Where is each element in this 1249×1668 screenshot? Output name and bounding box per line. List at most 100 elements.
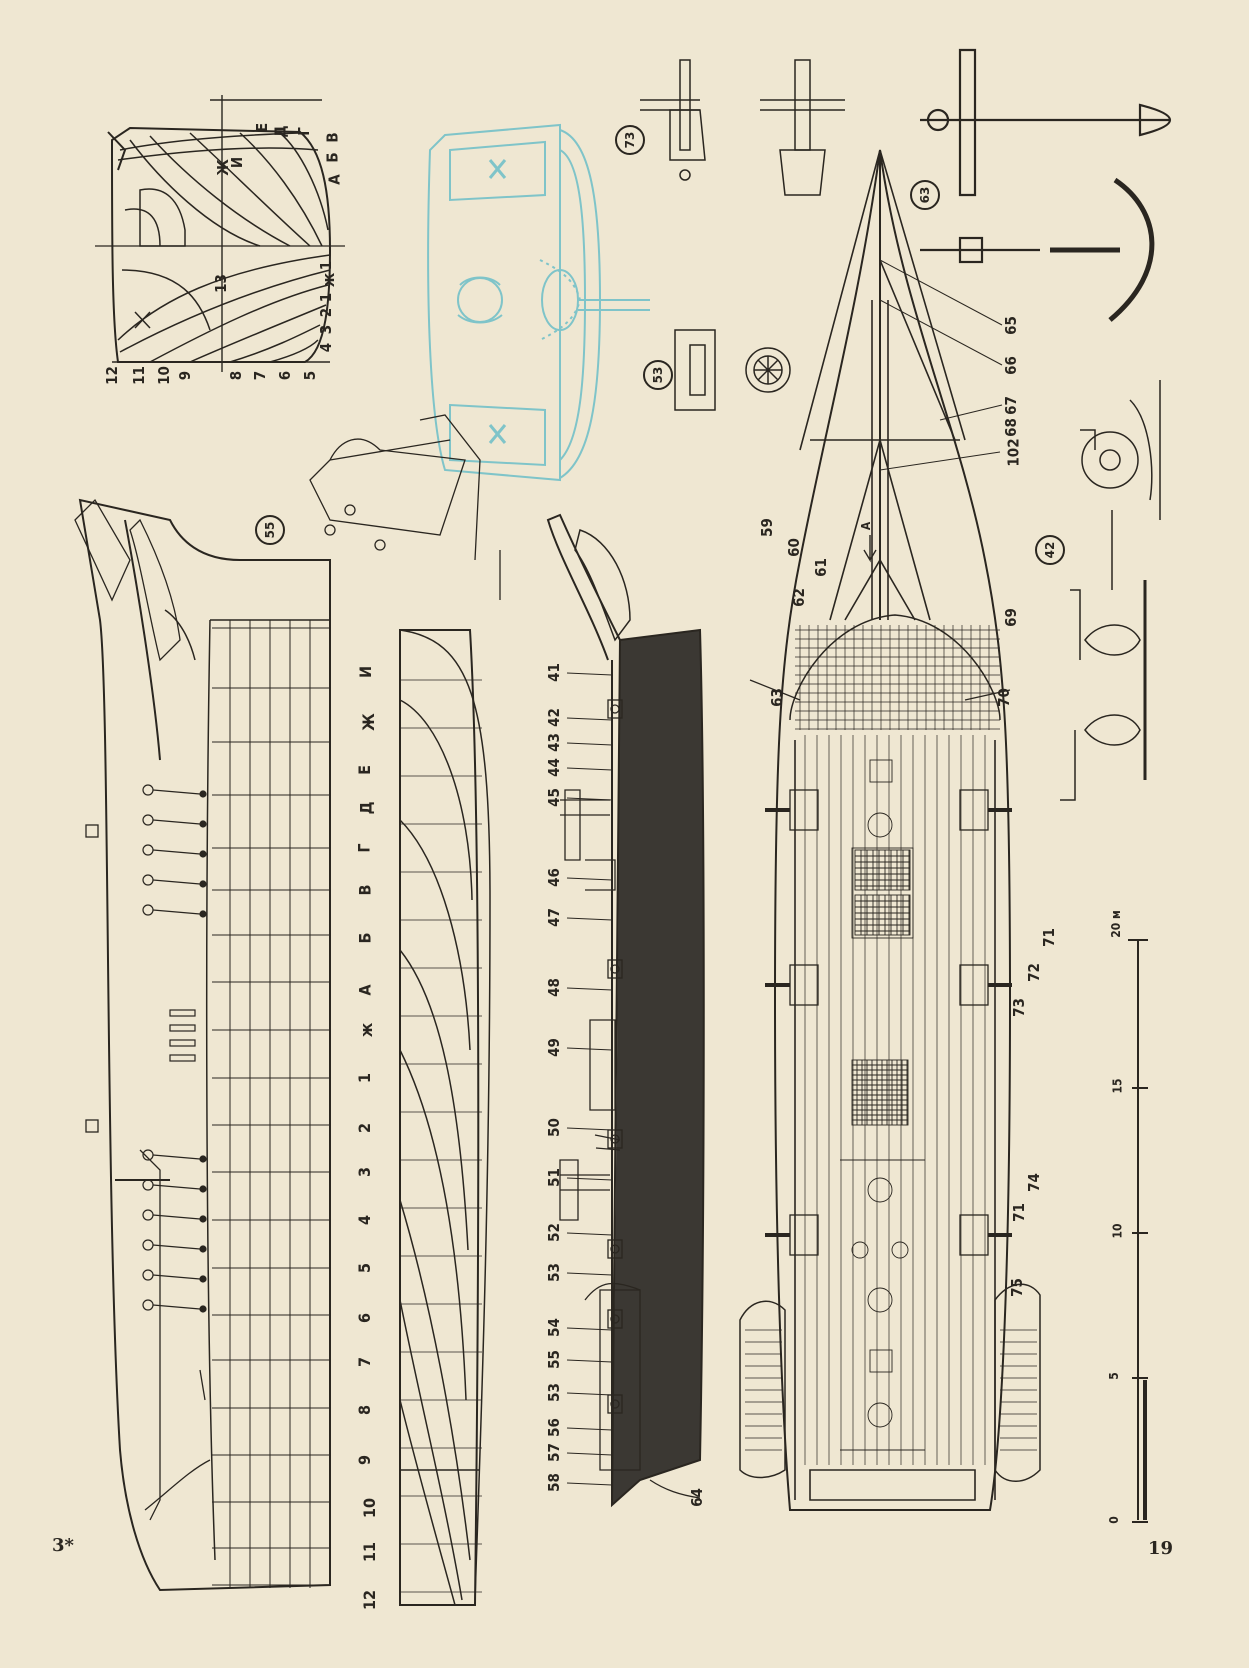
sheer-station-label: 8 (355, 1404, 375, 1416)
section-callout-47: 47 (544, 908, 563, 927)
section-callout-42: 42 (544, 708, 563, 727)
section-callout-57: 57 (544, 1443, 563, 1462)
sheer-station-label: 1 (355, 1072, 375, 1084)
body-plan-waterline-Б: Б (323, 152, 342, 163)
scale-tick-2: 10 (1110, 1223, 1125, 1239)
deck-callout-71: 71 (1039, 928, 1058, 947)
fairlead-detail (674, 329, 791, 411)
sheer-station-label: ж (357, 1022, 377, 1038)
sheer-plan-fittings (142, 784, 207, 1313)
section-callout-64: 64 (687, 1488, 706, 1507)
sheer-station-label: Б (355, 932, 375, 944)
section-callout-41: 41 (544, 663, 563, 682)
deck-callout-102: 102 (1004, 438, 1023, 467)
sheer-station-label: 4 (355, 1214, 375, 1226)
sheer-station-label: А (355, 984, 375, 996)
deck-callout-70: 70 (994, 688, 1013, 707)
deck-callout-62: 62 (789, 588, 808, 607)
sheer-station-label: 5 (355, 1262, 375, 1274)
scale-tick-0: 0 (1106, 1516, 1121, 1524)
transom-ornament (427, 123, 650, 482)
section-callout-52: 52 (544, 1223, 563, 1242)
section-callout-49: 49 (544, 1038, 563, 1057)
detail-badge-73: 73 (615, 125, 645, 155)
section-callout-48: 48 (544, 978, 563, 997)
body-plan-midship-mark: ж (319, 272, 339, 288)
body-plan-frame-5: 5 (301, 370, 320, 381)
section-callout-58: 58 (544, 1473, 563, 1492)
body-plan-waterline-Д: Д (271, 125, 290, 138)
section-callout-51: 51 (544, 1168, 563, 1187)
body-plan-waterline-А: А (325, 174, 344, 185)
sheer-station-label: И (356, 665, 376, 679)
section-callout-46: 46 (544, 868, 563, 887)
half-breadth-plan (399, 629, 491, 1606)
deck-callout-61: 61 (811, 558, 830, 577)
body-plan-frame-1: 1 (317, 292, 336, 303)
section-callout-53: 53 (544, 1383, 563, 1402)
sheer-station-label: 11 (360, 1541, 380, 1563)
deck-callout-65: 65 (1001, 316, 1020, 335)
deck-callout-63: 63 (767, 688, 786, 707)
deck-callout-59: 59 (757, 518, 776, 537)
body-plan-frame-9: 9 (176, 370, 195, 381)
sheer-station-label: 12 (360, 1589, 380, 1611)
body-plan-frame-4: 4 (317, 342, 336, 353)
body-plan-frame-2: 2 (317, 307, 336, 318)
sheer-station-label: Д (356, 801, 376, 815)
scale-tick-3: 15 (1110, 1078, 1125, 1094)
section-callout-45: 45 (544, 788, 563, 807)
davit-detail (309, 414, 501, 600)
scale-tick-1: 5 (1106, 1372, 1121, 1380)
scale-bar (1128, 939, 1148, 1523)
detail-badge-53: 53 (643, 360, 673, 390)
section-callout-54: 54 (544, 1318, 563, 1337)
body-plan-frame-11: 11 (129, 366, 148, 385)
body-plan-waterline-В: В (323, 132, 342, 143)
sheer-station-label: 10 (360, 1497, 380, 1519)
page-number: 19 (1148, 1538, 1174, 1559)
body-plan-waterline-И: И (228, 156, 247, 169)
body-plan-frame-13: 13 (211, 274, 230, 293)
sheer-station-label: В (355, 884, 375, 896)
sheer-station-label: 6 (355, 1312, 375, 1324)
sheer-plan-grid (212, 620, 330, 1588)
arrow-mark-label: A (859, 521, 874, 531)
sheer-station-label: Ж (358, 713, 378, 731)
section-callout-43: 43 (544, 733, 563, 752)
detail-badge-55: 55 (255, 515, 285, 545)
deck-callout-60: 60 (784, 538, 803, 557)
deck-guns (749, 259, 1012, 1256)
gun-detail (640, 59, 845, 196)
section-callout-50: 50 (544, 1118, 563, 1137)
sheer-station-label: 2 (355, 1122, 375, 1134)
deck-callout-69: 69 (1001, 608, 1020, 627)
body-plan-waterline-Г: Г (294, 127, 313, 136)
deck-callout-74: 74 (1024, 1173, 1043, 1192)
deck-callout-73: 73 (1009, 998, 1028, 1017)
section-callout-55: 55 (544, 1350, 563, 1369)
capstan-detail (1060, 380, 1161, 801)
scale-tick-4: 20 м (1108, 910, 1123, 938)
boat-thwarts (745, 1329, 1037, 1451)
sheer-station-label: 9 (355, 1454, 375, 1466)
body-plan-midship-suffix: 1 (317, 260, 336, 271)
deck-callout-72: 72 (1024, 963, 1043, 982)
section-callout-56: 56 (544, 1418, 563, 1437)
section-callout-44: 44 (544, 758, 563, 777)
body-plan-frame-8: 8 (227, 370, 246, 381)
anchor-detail (920, 48, 1172, 322)
body-plan-frame-6: 6 (276, 370, 295, 381)
section-callout-53: 53 (544, 1263, 563, 1282)
deck-callout-71: 71 (1009, 1203, 1028, 1222)
body-plan-frame-10: 10 (154, 366, 173, 385)
detail-badge-63: 63 (910, 180, 940, 210)
detail-badge-42: 42 (1035, 535, 1065, 565)
deck-callout-75: 75 (1007, 1278, 1026, 1297)
sheer-station-label: Г (354, 843, 374, 853)
deck-callout-67: 67 (1001, 396, 1020, 415)
body-plan-frame-3: 3 (317, 324, 336, 335)
section-fittings (560, 672, 701, 1499)
